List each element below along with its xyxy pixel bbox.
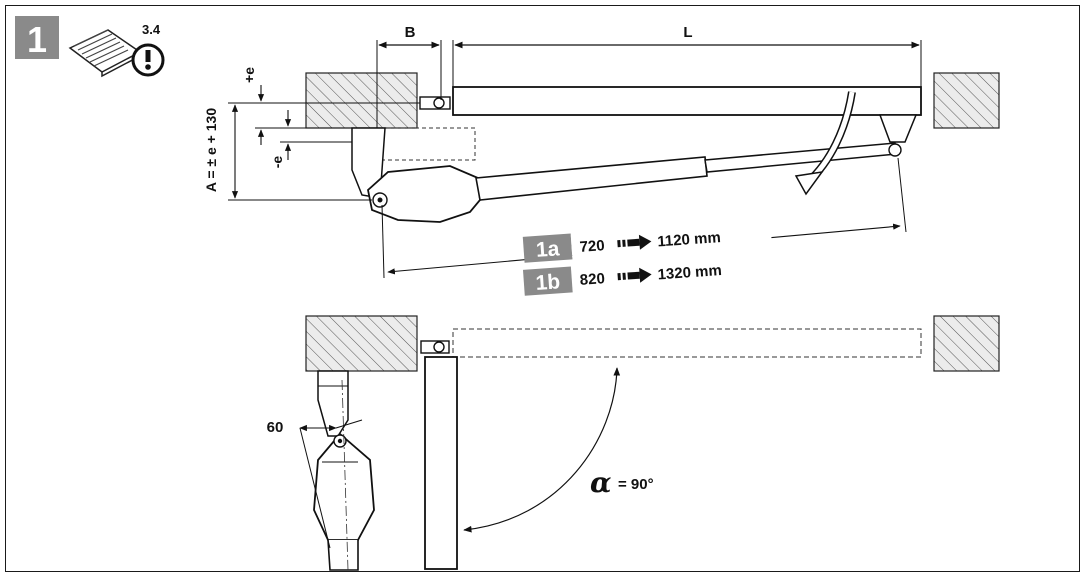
- actuator-tube: [475, 156, 708, 201]
- variant-1b: 1b 820 1320 mm: [522, 262, 722, 296]
- angle-symbol: α: [590, 466, 612, 499]
- piston-rod: [704, 142, 898, 173]
- variant-1b-badge: [522, 266, 573, 296]
- manual-warning-icon: [68, 29, 165, 78]
- right-pillar: [933, 72, 1000, 129]
- manual-section-ref: 3.4: [142, 22, 161, 37]
- dimension-L-label: L: [683, 24, 692, 41]
- closed-leaf-outline: [452, 328, 922, 358]
- plus-e-label: +e: [241, 67, 257, 83]
- svg-text:1b: 1b: [535, 270, 561, 295]
- angle-value: = 90°: [618, 476, 654, 493]
- motor-body: [367, 165, 481, 223]
- front-bracket: [878, 114, 918, 143]
- variant-1a-from: 720: [579, 237, 605, 256]
- dimension-A-formula: A = ± e + 130: [203, 108, 219, 192]
- rear-bracket-open: [317, 370, 349, 437]
- figure-frame: [5, 5, 1080, 572]
- variant-1b-from: 820: [579, 270, 605, 289]
- minus-e-label: -e: [269, 156, 285, 169]
- left-pillar: [305, 72, 418, 129]
- variant-1a-arrow-icon: [617, 234, 652, 250]
- svg-text:1a: 1a: [535, 237, 560, 262]
- motor-body-open: [313, 432, 375, 541]
- right-pillar-open: [933, 315, 1000, 372]
- left-pillar-open: [305, 315, 418, 372]
- opening-direction-arrow: [794, 170, 824, 196]
- dimension-B-label: B: [405, 24, 416, 41]
- angle-arc: [463, 367, 621, 533]
- variant-1a-badge: [522, 233, 573, 263]
- variant-1b-to: 1320 mm: [657, 262, 722, 283]
- variant-1a-to: 1120 mm: [657, 229, 721, 250]
- gate-leaf: [452, 86, 922, 116]
- variant-1a: 1a 720 1120 mm: [522, 221, 772, 263]
- open-gate-leaf: [424, 356, 458, 570]
- variant-1b-arrow-icon: [617, 267, 652, 283]
- clearance-60-label: 60: [267, 419, 284, 436]
- step-badge: 1: [15, 16, 59, 60]
- step-number: 1: [27, 19, 47, 60]
